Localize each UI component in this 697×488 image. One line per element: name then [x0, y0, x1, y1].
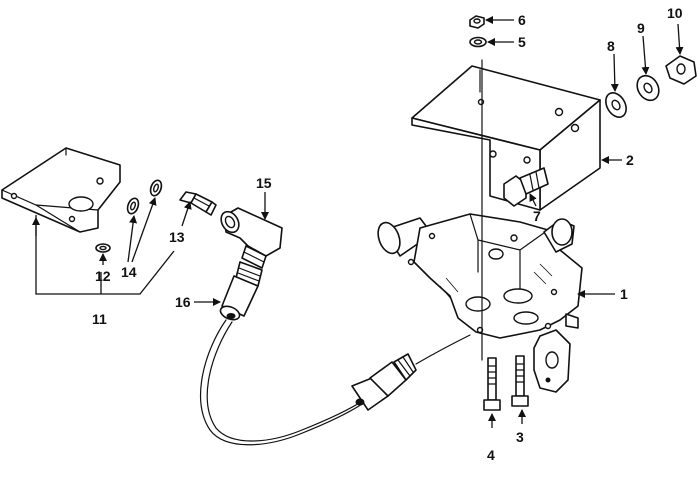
bolt-part-3: [511, 355, 529, 407]
callout-7: 7: [533, 208, 541, 224]
leader-8: [610, 53, 619, 92]
nut-part-6: [469, 15, 485, 29]
o-rings-part-14: [126, 179, 163, 215]
callout-12: 12: [95, 268, 111, 284]
hose-part-16: [199, 261, 471, 446]
mounting-plate-part-11: [1, 147, 121, 233]
callout-10: 10: [667, 5, 683, 21]
nut-part-10: [665, 55, 697, 85]
leader-14a: [127, 215, 138, 263]
callout-8: 8: [607, 38, 615, 54]
callout-4: 4: [487, 447, 495, 463]
leader-11: [35, 215, 175, 295]
leader-7: [529, 193, 537, 207]
leader-lines: [32, 16, 684, 428]
callout-11: 11: [92, 311, 107, 327]
callout-2: 2: [626, 152, 634, 168]
washer-part-5: [469, 36, 487, 48]
callout-13: 13: [169, 229, 185, 245]
leader-14b: [131, 197, 157, 263]
washer-part-8: [605, 92, 627, 118]
callout-14: 14: [121, 264, 137, 280]
callout-16: 16: [175, 294, 191, 310]
callout-labels: 1 2 3 4 5 6 7 8 9 10 11 12 13 14 15 16: [92, 5, 683, 463]
elbow-part-15: [220, 207, 283, 269]
callout-1: 1: [620, 286, 628, 302]
bolt-part-4: [483, 357, 501, 411]
callout-9: 9: [637, 20, 645, 36]
fitting-part-7: [503, 167, 549, 207]
washer-part-9: [636, 74, 660, 102]
leader-9: [641, 35, 650, 75]
callout-5: 5: [518, 34, 526, 50]
leader-10: [675, 23, 684, 55]
callout-6: 6: [518, 12, 526, 28]
washer-part-12: [95, 243, 111, 253]
fitting-part-13: [179, 191, 217, 216]
valve-body-part-1: [377, 59, 583, 393]
leader-13: [181, 201, 192, 227]
callout-3: 3: [516, 429, 524, 445]
callout-15: 15: [256, 175, 272, 191]
